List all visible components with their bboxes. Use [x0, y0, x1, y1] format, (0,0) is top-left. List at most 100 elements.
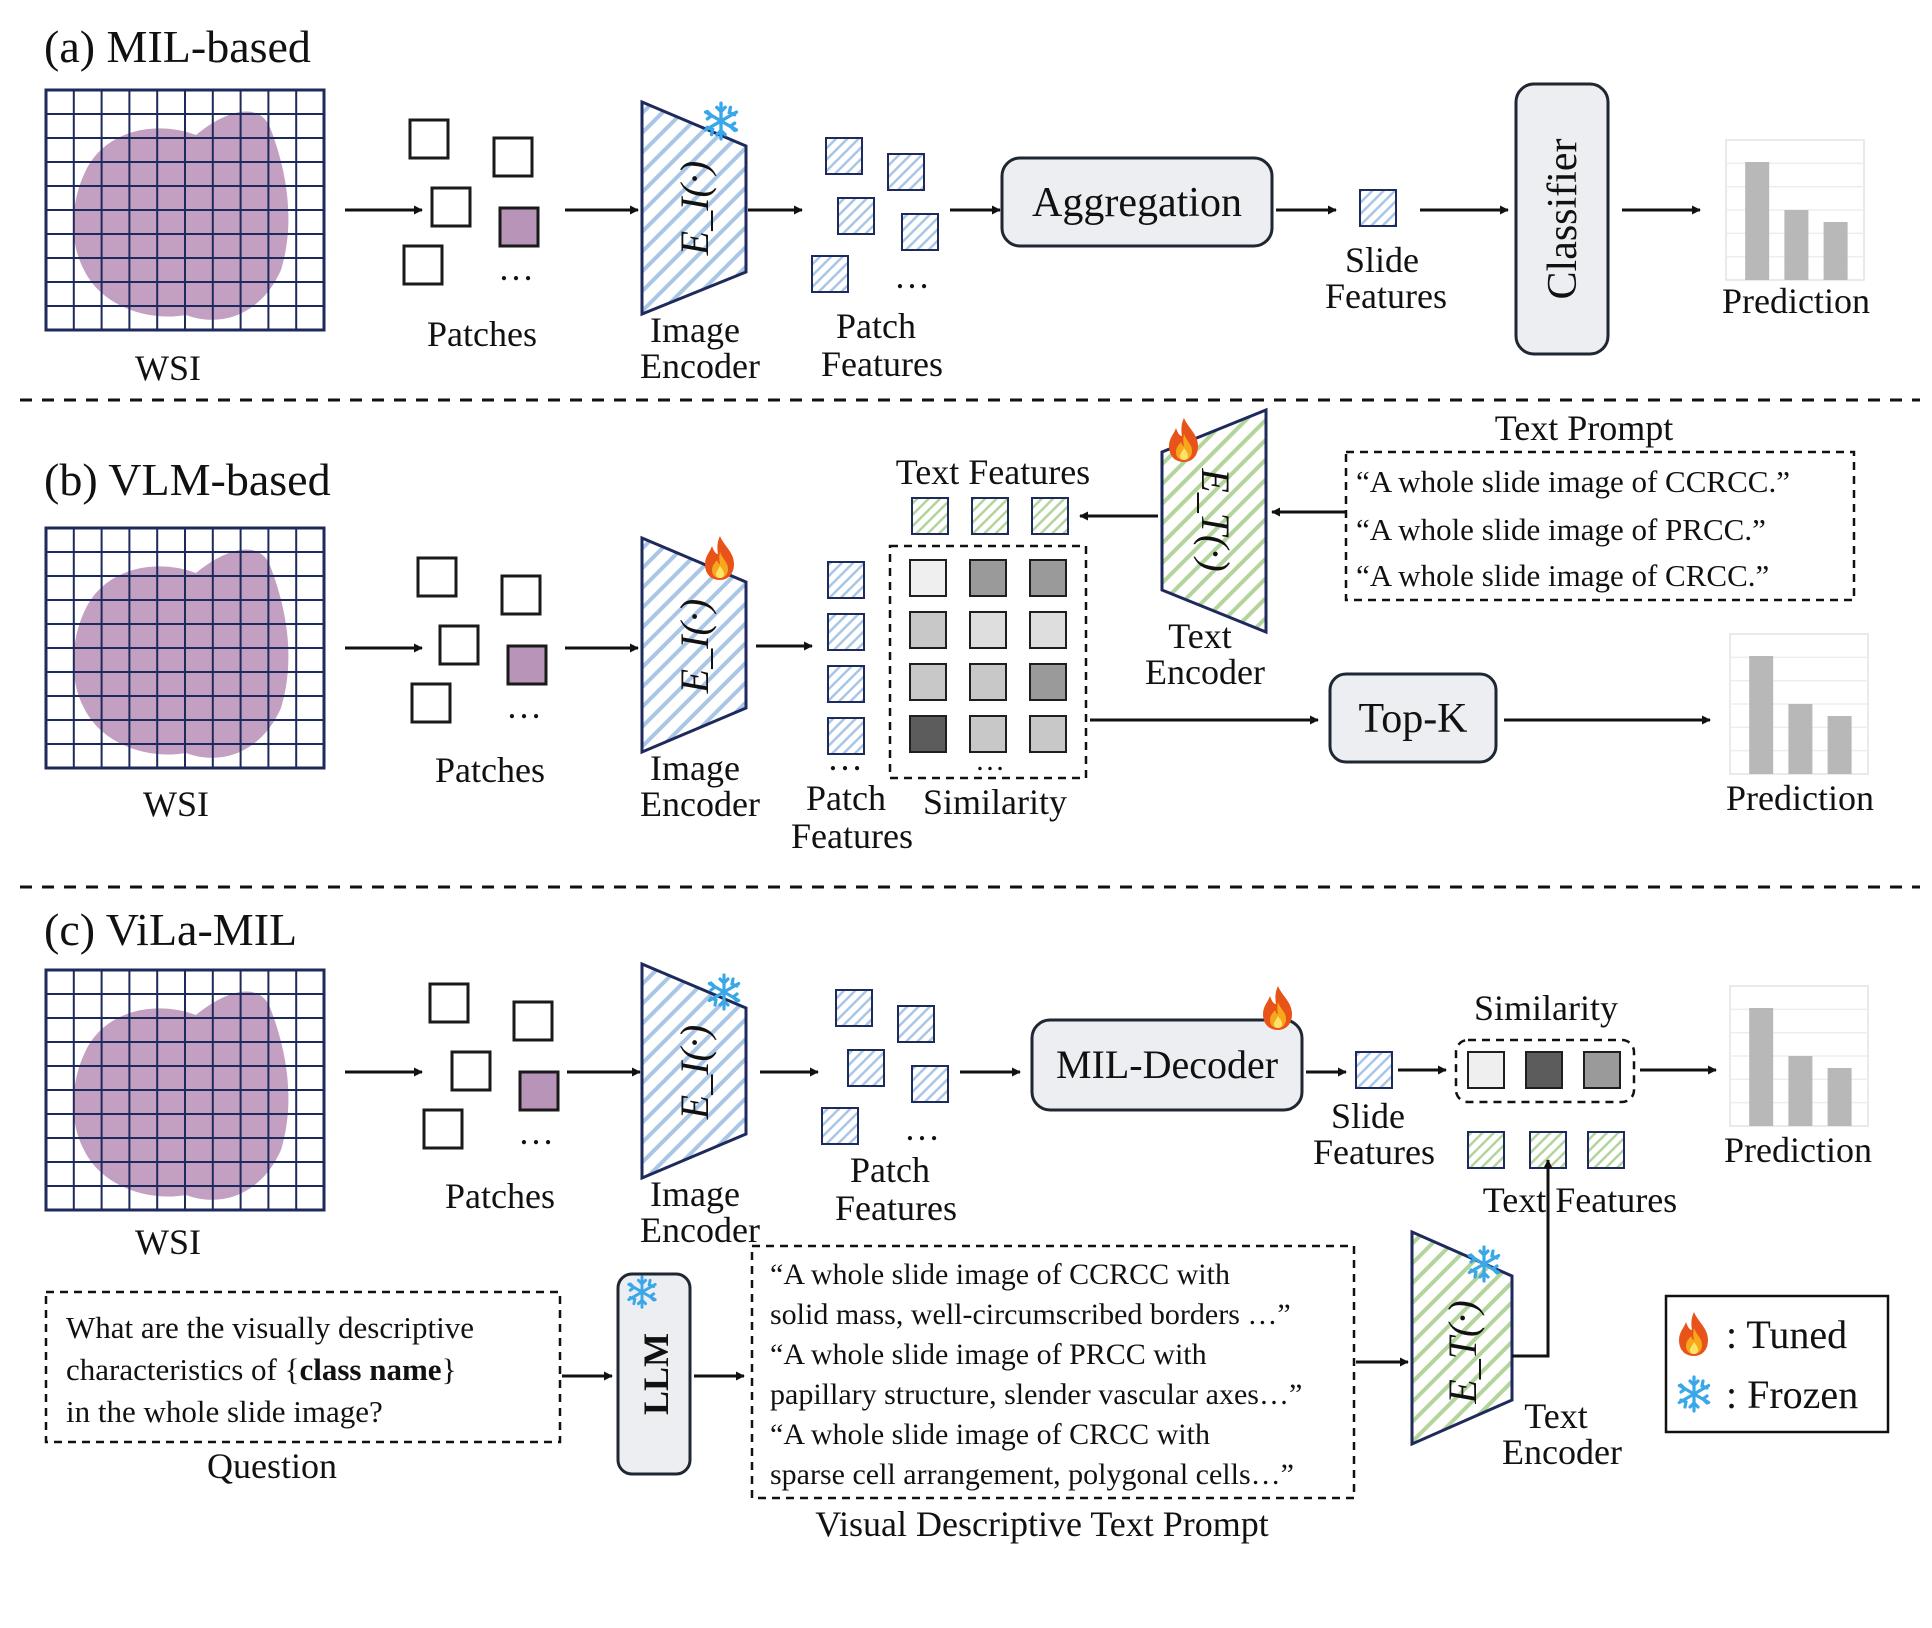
patch-feature-cluster: … — [821, 989, 949, 1148]
patch-tile — [492, 136, 534, 178]
patch-tile — [410, 682, 452, 724]
mil-decoder-label: MIL-Decoder — [1056, 1042, 1278, 1087]
similarity-cell — [969, 611, 1007, 649]
patch-tile — [402, 244, 444, 286]
patch-features-label-1: Patch — [806, 778, 886, 818]
patch-tile — [438, 624, 480, 666]
patches-label: Patches — [427, 314, 537, 354]
wsi-label: WSI — [135, 348, 201, 388]
wsi-border — [44, 526, 326, 770]
patch-feature-square — [911, 1065, 949, 1103]
patches-label: Patches — [445, 1176, 555, 1216]
mil-decoder-box — [1030, 1018, 1304, 1112]
classifier-label: Classifier — [1540, 139, 1586, 300]
vd-prompt-title: Visual Descriptive Text Prompt — [815, 1504, 1269, 1544]
feature-ellipsis: … — [904, 1108, 940, 1148]
encoder-label-1: Image — [650, 1174, 740, 1214]
tissue-region — [73, 111, 289, 320]
aggregation-label: Aggregation — [1032, 180, 1242, 226]
question-label: Question — [207, 1446, 337, 1486]
prediction-label: Prediction — [1726, 778, 1874, 818]
slide-features-label-1: Slide — [1345, 240, 1419, 280]
text-feature-square — [911, 497, 949, 535]
patch-tile — [500, 574, 542, 616]
prediction-bar — [1749, 1008, 1774, 1126]
text-encoder-label-2: Encoder — [1145, 652, 1265, 692]
text-features-label: Text Features — [1483, 1180, 1677, 1220]
text-features-label: Text Features — [896, 452, 1090, 492]
similarity-cell — [969, 715, 1007, 753]
text-feature-row — [911, 497, 1069, 535]
patch-features-label-2: Features — [791, 816, 913, 856]
patches-ellipsis: … — [518, 1112, 554, 1152]
patch-tile — [506, 644, 548, 686]
encoder-label-2: Encoder — [640, 1210, 760, 1250]
encoder-label-1: Image — [650, 310, 740, 350]
wsi-label: WSI — [135, 1222, 201, 1262]
patch-feature-square — [837, 197, 875, 235]
aggregation-box — [1000, 156, 1274, 248]
patch-tile — [428, 982, 470, 1024]
patch-features-ellipsis: … — [827, 738, 863, 778]
patch-feature-square — [827, 561, 865, 599]
prediction-bar — [1827, 1068, 1852, 1126]
vd-prompt-line: “A whole slide image of CCRCC with — [770, 1258, 1230, 1291]
prediction-bar-chart — [1729, 985, 1869, 1127]
text-encoder-label-2: Encoder — [1502, 1432, 1622, 1472]
patch-tile — [512, 1000, 554, 1042]
encoder-symbol: E_I(·) — [672, 161, 717, 256]
question-box — [44, 1290, 562, 1444]
patch-feature-square — [811, 255, 849, 293]
patches-ellipsis: … — [498, 248, 534, 288]
wsi-slide — [44, 968, 326, 1212]
vd-prompt-line: “A whole slide image of CRCC with — [770, 1418, 1210, 1451]
similarity-cell — [1029, 611, 1067, 649]
encoder-symbol: E_I(·) — [672, 599, 717, 694]
question-line-3: in the whole slide image? — [66, 1394, 383, 1429]
topk-label: Top-K — [1358, 696, 1467, 742]
similarity-cell — [969, 663, 1007, 701]
similarity-frame — [1454, 1038, 1636, 1104]
text-feature-row — [1467, 1131, 1625, 1169]
class-name-placeholder: class name — [299, 1352, 441, 1387]
patch-cluster: … — [422, 982, 560, 1152]
patch-tile — [498, 206, 540, 248]
slide-features-label-1: Slide — [1331, 1096, 1405, 1136]
text-encoder — [1160, 407, 1268, 635]
legend-box — [1664, 1294, 1890, 1434]
patch-tile — [422, 1108, 464, 1150]
patch-feature-square — [847, 1049, 885, 1087]
prediction-bar — [1788, 1056, 1813, 1126]
similarity-label: Similarity — [1474, 988, 1618, 1028]
classifier-box — [1514, 82, 1610, 356]
llm-label: LLM — [636, 1333, 676, 1415]
panel-a-title: (a) MIL-based — [44, 21, 311, 72]
panel-a: WSI … Patches E_I(·) Image Encoder … Pat… — [44, 82, 1870, 388]
text-prompt-box — [1344, 450, 1856, 602]
prediction-bar — [1745, 162, 1770, 280]
image-encoder — [640, 961, 748, 1181]
patch-tile — [408, 118, 450, 160]
text-prompt-2: “A whole slide image of PRCC.” — [1356, 512, 1766, 547]
similarity-matrix — [909, 559, 1067, 753]
patch-feature-square — [827, 665, 865, 703]
slide-feature-square — [1359, 189, 1397, 227]
text-encoder-symbol: E_T(·) — [1193, 467, 1238, 571]
similarity-cell — [969, 559, 1007, 597]
similarity-cell — [1525, 1051, 1563, 1089]
encoder-label-2: Encoder — [640, 784, 760, 824]
wsi-border — [44, 88, 326, 332]
similarity-cell — [909, 559, 947, 597]
patch-feature-square — [825, 137, 863, 175]
encoder-label-2: Encoder — [640, 346, 760, 386]
wsi-label: WSI — [143, 784, 209, 824]
patch-tile — [416, 556, 458, 598]
feature-ellipsis: … — [894, 256, 930, 296]
similarity-cell — [909, 663, 947, 701]
flame-icon — [705, 536, 734, 580]
patch-feature-square — [827, 613, 865, 651]
patch-feature-square — [887, 153, 925, 191]
slide-feature-square — [1355, 1051, 1393, 1089]
legend-tuned: : Tuned — [1726, 1312, 1847, 1357]
similarity-frame — [888, 544, 1088, 780]
